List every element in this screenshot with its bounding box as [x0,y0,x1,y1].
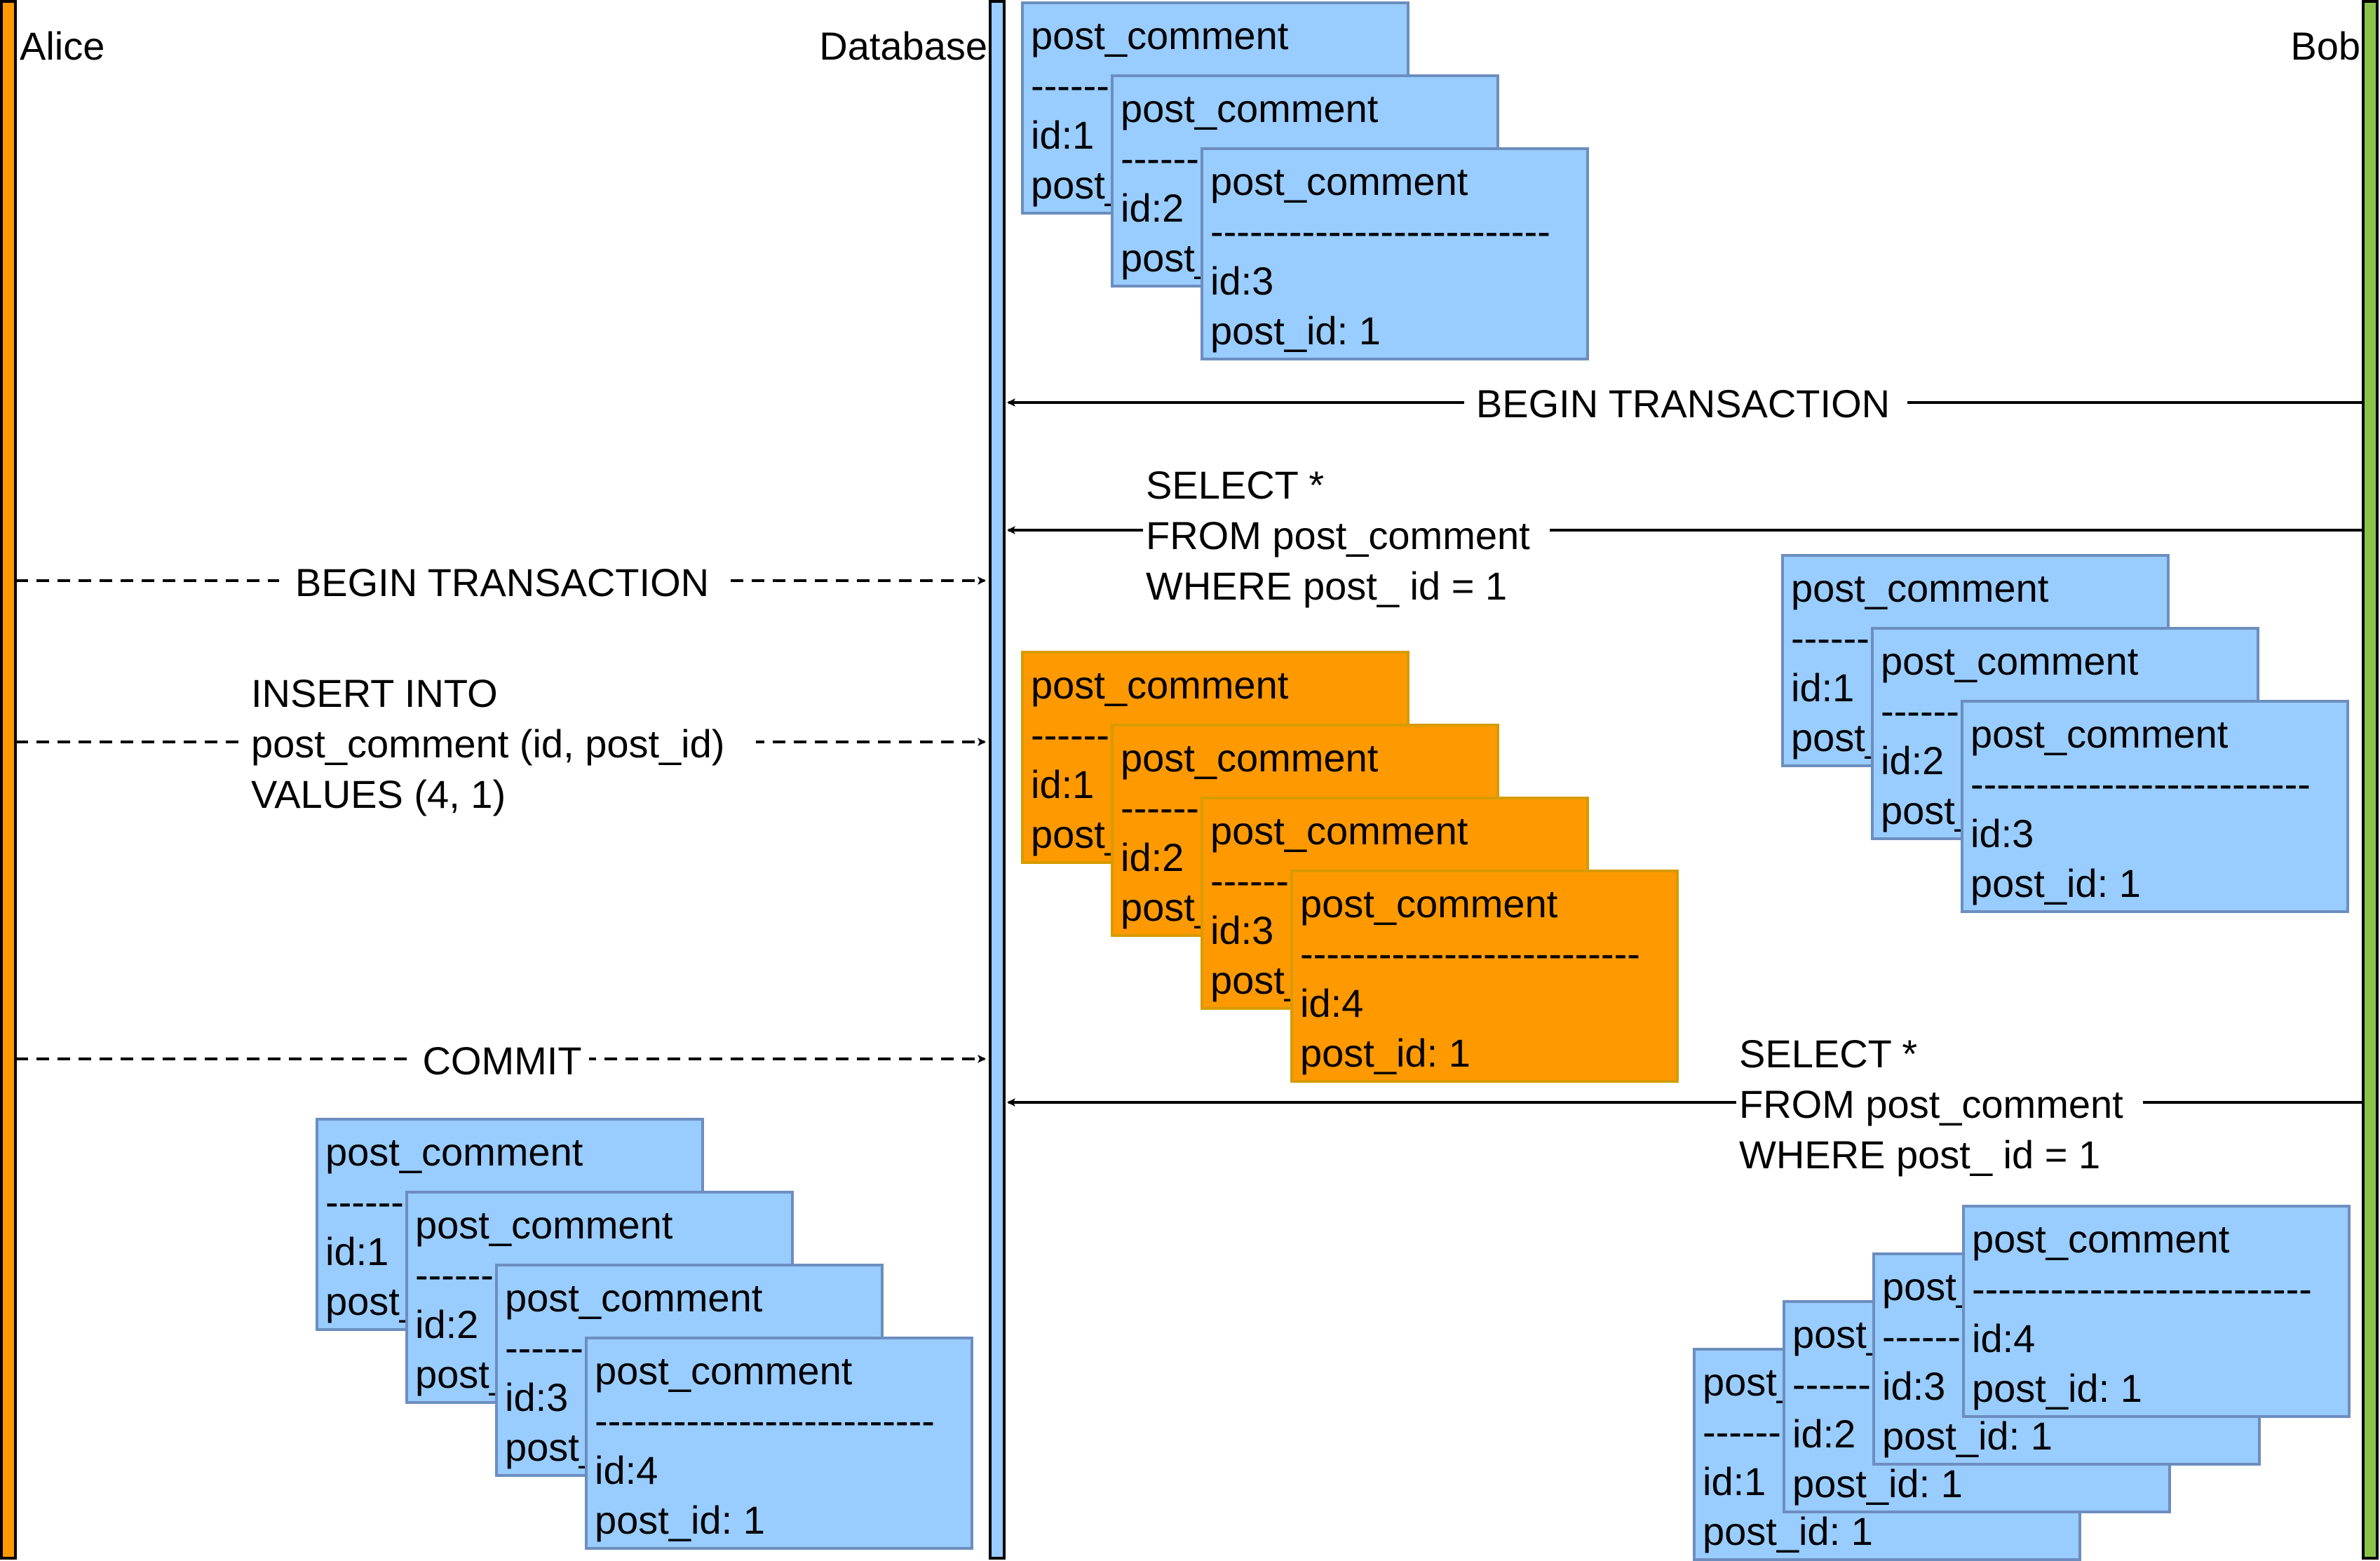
record-id: id:2 [415,1302,478,1346]
record-card: post_comment -------------------------- id… [1290,870,1679,1083]
record-id: id:4 [1972,1316,2035,1360]
record-table-name: post_comment [1031,663,1289,707]
message-label-line-1: SELECT * [1146,463,1324,507]
record-table-name: post_comment [1972,1217,2230,1261]
record-table-name: post_comment [1210,159,1468,203]
bob-lifeline [2362,0,2379,1560]
record-card-background [585,1337,973,1550]
record-table-name: post_comment [1031,13,1289,58]
alice-label: Alice [20,24,104,68]
message-bob-select-1: SELECT * FROM post_comment WHERE post_ i… [1007,456,2363,617]
record-card: post_comment -------------------------- id… [1961,700,2349,913]
record-table-name: post_comment [325,1130,583,1174]
record-table-name: post_comment [415,1203,673,1247]
record-id: id:2 [1792,1412,1855,1456]
label-background [1464,375,1907,430]
record-id: id:1 [1031,113,1094,157]
record-card: post_comment -------------------------- id… [1962,1205,2351,1418]
alice-lifeline [0,0,17,1560]
record-card: post_comment -------------------------- id… [1201,147,1589,360]
record-id: id:1 [1031,762,1094,806]
record-separator: -------------------------- [1210,209,1550,253]
record-post-id: post_id: 1 [595,1498,765,1542]
record-card-background [1962,1205,2351,1418]
message-label-line-3: VALUES (4, 1) [251,772,506,816]
record-post-id: post_id: 1 [1792,1461,1963,1506]
record-id: id:3 [1210,908,1273,952]
record-stack-db-initial: post_comment -------------------------- id… [1021,1,1589,360]
record-separator: -------------------------- [1972,1266,2312,1311]
message-label: BEGIN TRANSACTION [295,560,709,604]
record-id: id:3 [505,1375,568,1419]
message-label-line-1: SELECT * [1739,1032,1917,1076]
record-id: id:2 [1881,738,1944,783]
record-id: id:2 [1121,186,1184,230]
label-background [247,665,756,826]
label-background [414,1032,589,1087]
bob-label: Bob [2290,24,2360,68]
record-card-background [1290,870,1679,1083]
record-post-id: post_id: 1 [1882,1414,2053,1458]
record-stack-alice-after-commit: post_comment -------------------------- id… [316,1118,973,1550]
record-id: id:3 [1210,259,1273,303]
record-id: id:1 [1703,1459,1766,1503]
record-table-name: post_comment [1210,809,1468,853]
record-id: id:4 [1300,981,1363,1025]
record-stack-bob-result-2: post_comment -------------------------- id… [1693,1205,2351,1561]
record-separator: -------------------------- [1300,931,1640,975]
database-label: Database [819,24,987,68]
record-table-name: post_comment [1791,566,2049,610]
record-stack-db-after-insert: post_comment -------------------------- id… [1021,651,1679,1083]
message-label-line-2: post_comment (id, post_id) [251,722,724,766]
record-post-id: post_id: 1 [1210,309,1381,353]
message-bob-select-2: SELECT * FROM post_comment WHERE post_ i… [1007,1025,2363,1185]
record-table-name: post_comment [1121,736,1379,780]
record-card: post_comment -------------------------- id… [585,1337,973,1550]
message-alice-begin-transaction: BEGIN TRANSACTION [15,554,986,609]
label-background [1143,456,1550,617]
record-id: id:3 [1970,811,2034,856]
record-table-name: post_comment [1300,881,1558,926]
record-id: id:1 [1791,665,1854,710]
record-id: id:2 [1121,835,1184,879]
record-table-name: post_comment [1970,712,2229,756]
record-table-name: post_comment [595,1349,853,1393]
message-label-line-3: WHERE post_ id = 1 [1739,1133,2100,1177]
message-alice-insert: INSERT INTO post_comment (id, post_id) V… [15,665,986,826]
record-table-name: post_comment [505,1276,763,1320]
record-post-id: post_id: 1 [1970,861,2141,905]
record-separator: -------------------------- [1970,762,2311,806]
message-label-line-3: WHERE post_ id = 1 [1146,564,1507,608]
record-id: id:3 [1882,1364,1945,1408]
record-id: id:4 [595,1448,658,1492]
record-cards: post_comment -------------------------- id… [316,1,2351,1561]
message-label-line-2: FROM post_comment [1739,1082,2123,1126]
record-card-background [1961,700,2349,913]
record-table-name: post_comment [1121,86,1379,130]
message-label: COMMIT [422,1039,581,1083]
message-label-line-2: FROM post_comment [1146,513,1530,558]
record-table-name: post_comment [1881,639,2139,683]
record-separator: -------------------------- [595,1398,935,1442]
message-label-line-1: INSERT INTO [251,671,498,715]
label-background [1736,1025,2143,1185]
record-id: id:1 [325,1229,388,1273]
message-bob-begin-transaction: BEGIN TRANSACTION [1007,375,2363,430]
record-post-id: post_id: 1 [1972,1366,2142,1410]
record-stack-bob-result-1: post_comment -------------------------- id… [1781,554,2349,913]
record-post-id: post_id: 1 [1300,1031,1470,1075]
label-background [279,554,722,609]
database-lifeline [989,0,1006,1560]
message-label: BEGIN TRANSACTION [1476,381,1890,426]
record-post-id: post_id: 1 [1703,1509,1873,1553]
message-alice-commit: COMMIT [15,1032,986,1087]
record-card-background [1201,147,1589,360]
